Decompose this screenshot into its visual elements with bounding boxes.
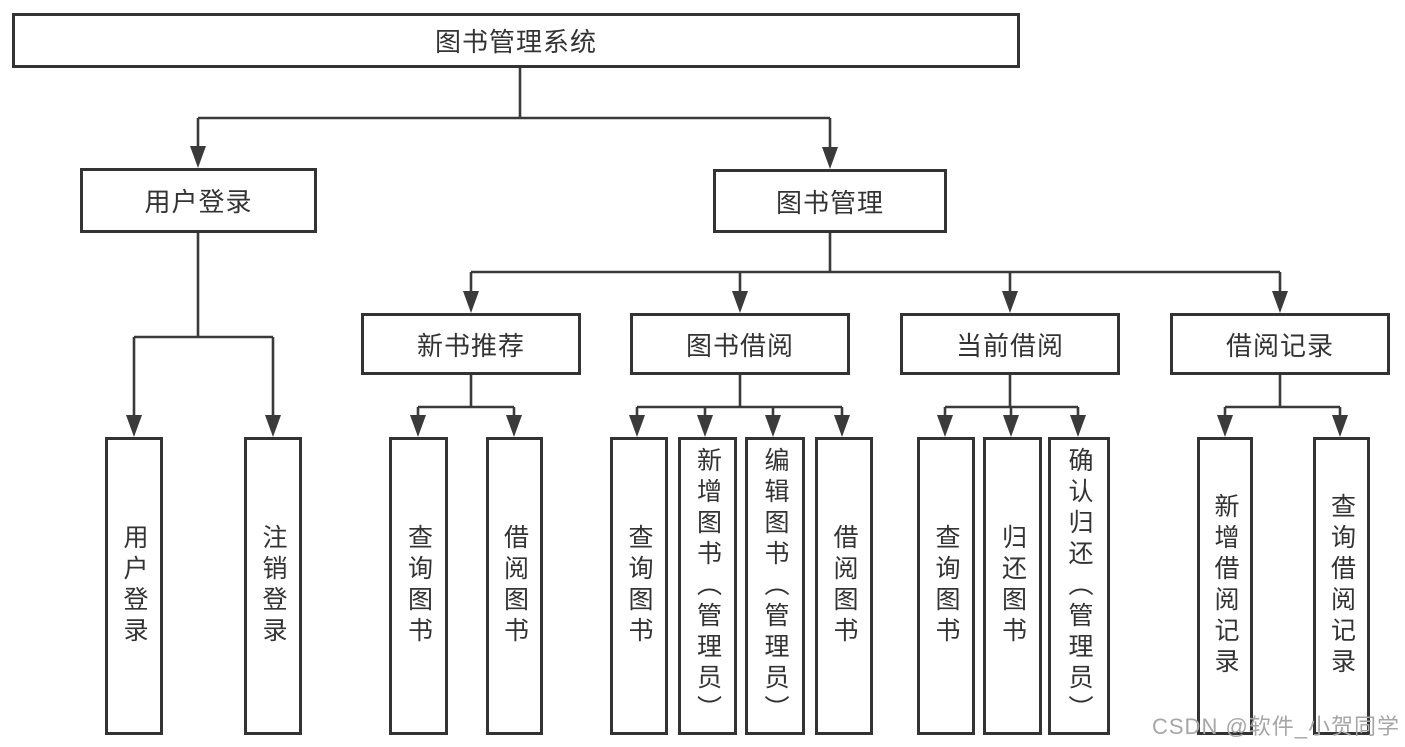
leaf-user-login: 用户登录 xyxy=(105,437,163,735)
node-library-system: 图书管理系统 xyxy=(12,13,1020,68)
csdn-watermark: CSDN @软件_小贺同学 xyxy=(1152,714,1401,739)
leaf-recommend-borrow-books: 借阅图书 xyxy=(486,437,543,735)
leaf-borrow-borrow-books: 借阅图书 xyxy=(815,437,873,735)
node-user-login: 用户登录 xyxy=(80,168,317,233)
leaf-records-query-record: 查询借阅记录 xyxy=(1313,437,1370,735)
leaf-borrow-query-books: 查询图书 xyxy=(610,437,668,735)
leaf-borrow-add-books-admin: 新增图书（管理员） xyxy=(678,437,737,735)
leaf-logout-login: 注销登录 xyxy=(244,437,302,735)
node-book-borrow: 图书借阅 xyxy=(630,313,850,375)
leaf-recommend-query-books: 查询图书 xyxy=(389,437,448,735)
node-new-book-recommend: 新书推荐 xyxy=(361,313,581,375)
leaf-current-return-books: 归还图书 xyxy=(983,437,1042,735)
leaf-borrow-edit-books-admin: 编辑图书（管理员） xyxy=(745,437,805,735)
node-book-management: 图书管理 xyxy=(713,169,947,233)
node-current-borrow: 当前借阅 xyxy=(900,313,1120,375)
leaf-records-add-record: 新增借阅记录 xyxy=(1197,437,1253,735)
leaf-current-confirm-return-admin: 确认归还（管理员） xyxy=(1048,437,1110,735)
leaf-current-query-books: 查询图书 xyxy=(917,437,975,735)
node-borrow-records: 借阅记录 xyxy=(1170,313,1390,375)
